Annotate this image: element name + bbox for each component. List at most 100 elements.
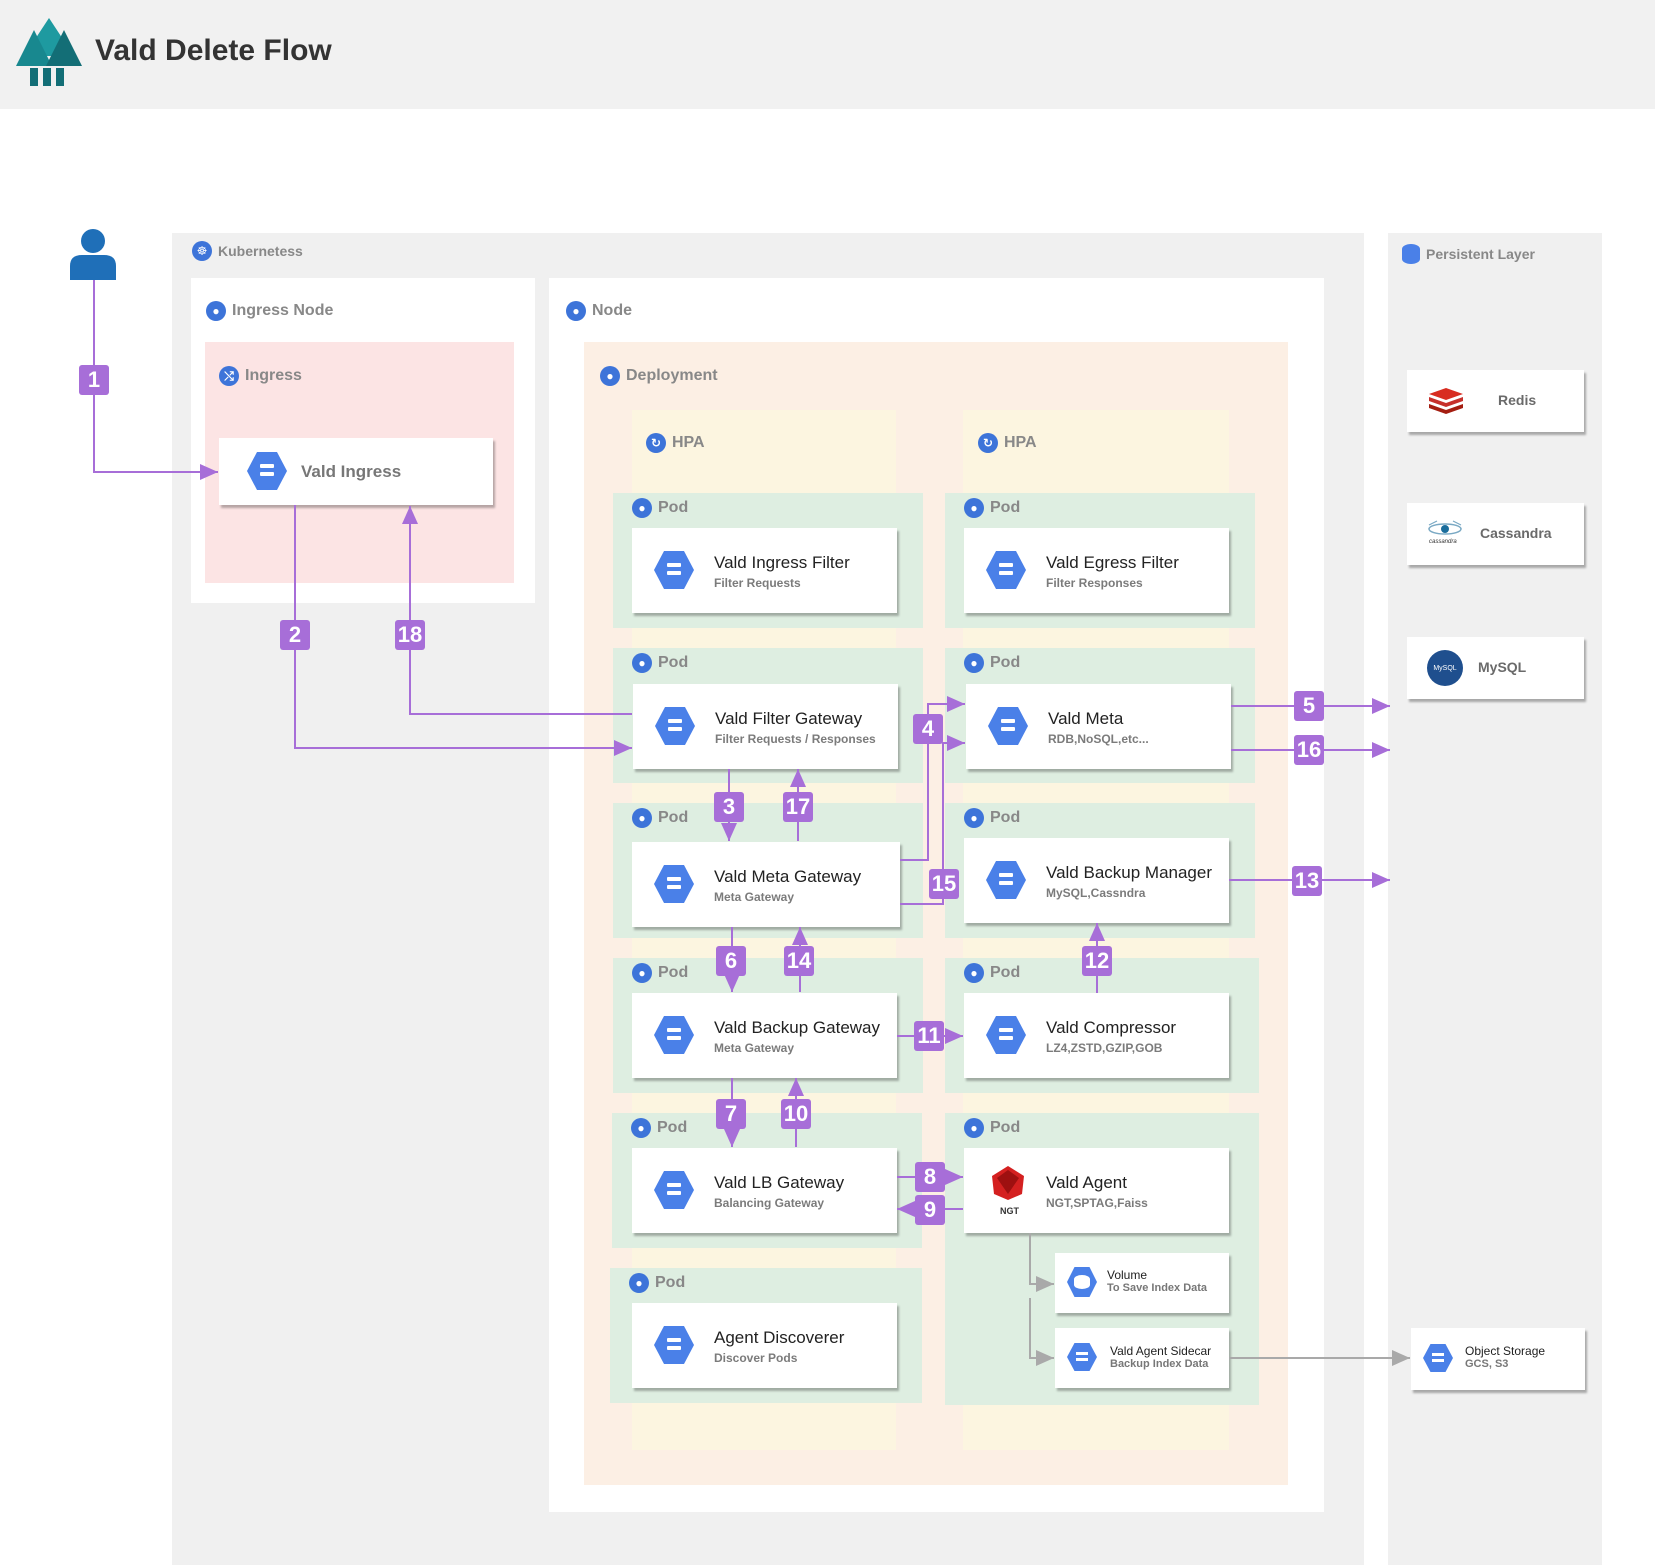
step-badge-1: 1 bbox=[79, 365, 109, 395]
backup-manager-subtitle: MySQL,Cassndra bbox=[1046, 886, 1146, 900]
pod-label: ●Pod bbox=[964, 963, 1020, 983]
egress-filter-card[interactable]: Vald Egress Filter Filter Responses bbox=[964, 528, 1229, 613]
pod-label: ● Pod bbox=[964, 808, 1020, 828]
ingress-filter-card[interactable]: Vald Ingress Filter Filter Requests bbox=[632, 528, 897, 613]
cassandra-label: Cassandra bbox=[1480, 525, 1552, 541]
backup-gateway-card[interactable]: Vald Backup Gateway Meta Gateway bbox=[632, 993, 897, 1078]
persistent-layer-label: Persistent Layer bbox=[1402, 244, 1535, 264]
redis-card[interactable]: Redis bbox=[1407, 370, 1584, 432]
agent-card[interactable]: NGT Vald Agent NGT,SPTAG,Faiss bbox=[964, 1148, 1229, 1233]
vald-ingress-card[interactable]: Vald Ingress bbox=[219, 438, 493, 505]
compressor-card[interactable]: Vald Compressor LZ4,ZSTD,GZIP,GOB bbox=[964, 993, 1229, 1078]
backup-gateway-subtitle: Meta Gateway bbox=[714, 1041, 795, 1055]
pod-label: ●Pod bbox=[964, 498, 1020, 518]
lb-gateway-card[interactable]: Vald LB Gateway Balancing Gateway bbox=[632, 1148, 897, 1233]
pod-icon: ● bbox=[964, 808, 984, 828]
pod-icon: ● bbox=[631, 1118, 651, 1138]
hpa-label-right: ↻ HPA bbox=[978, 433, 1037, 453]
agent-sidecar-card[interactable]: Vald Agent Sidecar Backup Index Data bbox=[1055, 1328, 1229, 1388]
step-badge-3: 3 bbox=[714, 792, 744, 822]
ingress-filter-icon bbox=[654, 551, 694, 589]
cassandra-card[interactable]: cassandra Cassandra bbox=[1407, 503, 1584, 565]
pod-icon: ● bbox=[964, 653, 984, 673]
kubernetes-label: ☸ Kubernetess bbox=[192, 241, 303, 261]
volume-icon bbox=[1067, 1267, 1097, 1297]
meta-card[interactable]: Vald Meta RDB,NoSQL,etc... bbox=[966, 684, 1231, 769]
pod-label: ●Pod bbox=[632, 963, 688, 983]
pod-icon: ● bbox=[632, 808, 652, 828]
hpa-icon: ↻ bbox=[978, 433, 998, 453]
pod-icon: ● bbox=[964, 498, 984, 518]
cassandra-icon: cassandra bbox=[1427, 519, 1463, 549]
pod-label: ●Pod bbox=[632, 498, 688, 518]
compressor-title: Vald Compressor bbox=[1046, 1018, 1177, 1037]
step-badge-8: 8 bbox=[915, 1162, 945, 1192]
filter-gateway-card[interactable]: Vald Filter Gateway Filter Requests / Re… bbox=[633, 684, 898, 769]
node-label: ● Node bbox=[566, 301, 632, 321]
pod-label: ● Pod bbox=[631, 1118, 687, 1138]
mysql-label: MySQL bbox=[1478, 659, 1527, 675]
agent-discoverer-title: Agent Discoverer bbox=[714, 1328, 845, 1347]
agent-sidecar-subtitle: Backup Index Data bbox=[1110, 1358, 1209, 1370]
header-bar bbox=[0, 0, 1655, 109]
agent-sidecar-title: Vald Agent Sidecar bbox=[1110, 1344, 1212, 1358]
hpa-label-left-text: HPA bbox=[672, 434, 705, 451]
compressor-subtitle: LZ4,ZSTD,GZIP,GOB bbox=[1046, 1041, 1163, 1055]
meta-icon bbox=[988, 707, 1028, 745]
kubernetes-label-text: Kubernetess bbox=[218, 243, 303, 259]
hpa-icon: ↻ bbox=[646, 433, 666, 453]
pod-label-text: Pod bbox=[990, 964, 1021, 981]
vald-logo bbox=[14, 16, 84, 88]
step-badge-11: 11 bbox=[914, 1021, 944, 1051]
object-storage-subtitle: GCS, S3 bbox=[1465, 1358, 1509, 1370]
ingress-icon: ⤭ bbox=[219, 366, 239, 386]
backup-gateway-title: Vald Backup Gateway bbox=[714, 1018, 880, 1037]
pod-label-text: Pod bbox=[658, 654, 689, 671]
step-badge-12: 12 bbox=[1082, 946, 1112, 976]
agent-subtitle: NGT,SPTAG,Faiss bbox=[1046, 1196, 1148, 1210]
node-icon: ● bbox=[206, 301, 226, 321]
pod-icon: ● bbox=[632, 653, 652, 673]
ingress-label-text: Ingress bbox=[245, 367, 302, 384]
pod-label-text: Pod bbox=[990, 809, 1021, 826]
backup-manager-icon bbox=[986, 861, 1026, 899]
volume-card[interactable]: Volume To Save Index Data bbox=[1055, 1253, 1229, 1313]
pod-icon: ● bbox=[629, 1273, 649, 1293]
mysql-card[interactable]: MySQL MySQL bbox=[1407, 637, 1584, 699]
step-badge-10: 10 bbox=[781, 1099, 811, 1129]
filter-gateway-title: Vald Filter Gateway bbox=[715, 709, 863, 728]
deployment-label: ● Deployment bbox=[600, 366, 718, 386]
node-label-text: Node bbox=[592, 302, 632, 319]
ingress-node-label: ● Ingress Node bbox=[206, 301, 333, 321]
pod-label-text: Pod bbox=[657, 1119, 688, 1136]
ingress-node-label-text: Ingress Node bbox=[232, 302, 334, 319]
egress-filter-subtitle: Filter Responses bbox=[1046, 576, 1143, 590]
meta-subtitle: RDB,NoSQL,etc... bbox=[1048, 732, 1149, 746]
object-storage-card[interactable]: Object Storage GCS, S3 bbox=[1411, 1328, 1585, 1390]
vald-ingress-title: Vald Ingress bbox=[301, 462, 402, 481]
lb-gateway-icon bbox=[654, 1171, 694, 1209]
vald-ingress-icon bbox=[247, 452, 287, 490]
pod-label: ● Pod bbox=[632, 653, 688, 673]
meta-gateway-subtitle: Meta Gateway bbox=[714, 890, 795, 904]
backup-manager-card[interactable]: Vald Backup Manager MySQL,Cassndra bbox=[964, 838, 1229, 923]
filter-gateway-icon bbox=[655, 707, 695, 745]
ingress-filter-subtitle: Filter Requests bbox=[714, 576, 801, 590]
hpa-label-left: ↻ HPA bbox=[646, 433, 705, 453]
volume-title: Volume bbox=[1107, 1268, 1148, 1282]
kubernetes-icon: ☸ bbox=[192, 241, 212, 261]
backup-manager-title: Vald Backup Manager bbox=[1046, 863, 1213, 882]
meta-gateway-icon bbox=[654, 865, 694, 903]
meta-gateway-card[interactable]: Vald Meta Gateway Meta Gateway bbox=[632, 842, 900, 927]
pod-label-text: Pod bbox=[658, 964, 689, 981]
deployment-label-text: Deployment bbox=[626, 367, 718, 384]
pod-label-text: Pod bbox=[658, 499, 689, 516]
step-badge-4: 4 bbox=[913, 714, 943, 744]
step-badge-5: 5 bbox=[1294, 691, 1324, 721]
agent-discoverer-card[interactable]: Agent Discoverer Discover Pods bbox=[632, 1303, 897, 1388]
object-storage-icon bbox=[1423, 1344, 1453, 1372]
agent-sidecar-icon bbox=[1067, 1343, 1097, 1371]
agent-discoverer-subtitle: Discover Pods bbox=[714, 1351, 798, 1365]
ingress-filter-title: Vald Ingress Filter bbox=[714, 553, 850, 572]
step-badge-2: 2 bbox=[280, 620, 310, 650]
